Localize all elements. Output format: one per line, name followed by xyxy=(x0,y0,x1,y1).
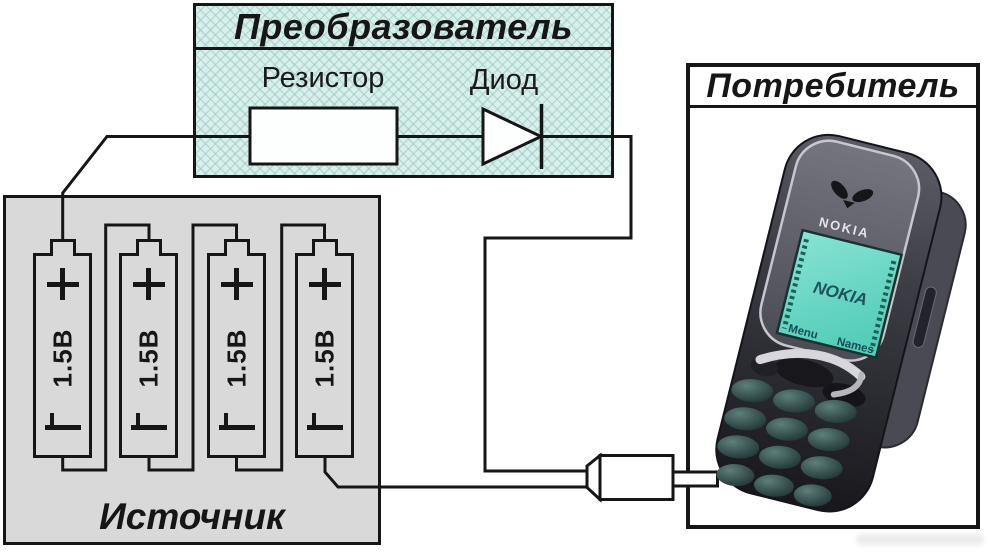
diode-label: Диод xyxy=(469,64,539,96)
wire-diode-to-plug xyxy=(483,135,633,473)
battery-voltage-label: 1.5В xyxy=(47,328,77,388)
converter-box: Преобразователь xyxy=(193,3,614,178)
minus-symbol xyxy=(223,413,228,430)
source-title: Источник xyxy=(99,496,285,537)
plug-body xyxy=(598,454,675,501)
battery-terminal-nub xyxy=(223,239,250,256)
minus-symbol xyxy=(311,413,316,430)
battery-voltage-label: 1.5В xyxy=(309,328,339,388)
plus-symbol xyxy=(146,268,151,300)
converter-title-strip: Преобразователь xyxy=(196,6,611,50)
resistor-label: Резистор xyxy=(261,62,385,94)
battery-4: 1.5В xyxy=(295,239,354,458)
battery-terminal-nub xyxy=(49,239,76,256)
minus-symbol xyxy=(135,413,140,430)
battery-terminal-nub xyxy=(311,239,338,256)
plus-symbol xyxy=(234,268,239,300)
consumer-box: Потребитель xyxy=(686,63,980,529)
plus-symbol xyxy=(322,268,327,300)
battery-2: 1.5В xyxy=(119,239,178,458)
minus-symbol xyxy=(49,413,54,430)
plus-symbol xyxy=(60,268,65,300)
battery-terminal-nub xyxy=(135,239,162,256)
battery-voltage-label: 1.5В xyxy=(221,328,251,388)
consumer-title: Потребитель xyxy=(706,66,960,105)
battery-voltage-label: 1.5В xyxy=(133,328,163,388)
watermark-smudge xyxy=(856,534,984,545)
plug-cone xyxy=(585,452,602,503)
converter-title: Преобразователь xyxy=(233,5,574,47)
battery-1: 1.5В xyxy=(33,239,92,458)
battery-3: 1.5В xyxy=(207,239,266,458)
consumer-title-strip: Потребитель xyxy=(690,67,976,108)
